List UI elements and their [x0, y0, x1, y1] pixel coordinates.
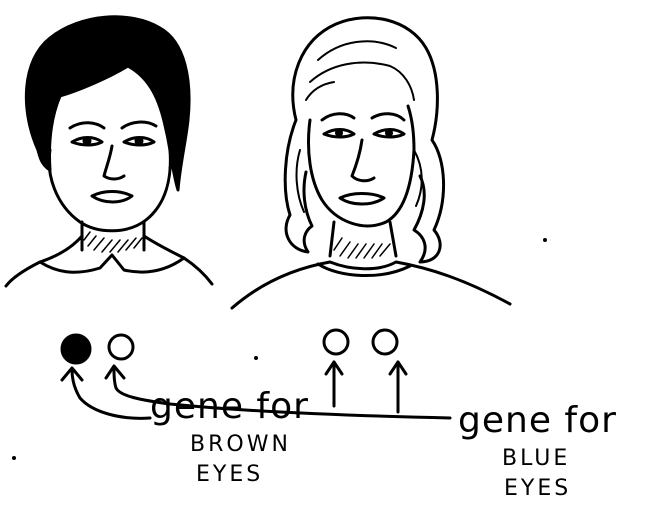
- woman-portrait: [232, 18, 510, 308]
- gene-man-open: [109, 335, 133, 359]
- man-neck-hatch: [84, 232, 142, 252]
- speck: [254, 356, 258, 360]
- man-left-pupil: [84, 138, 90, 144]
- man-nose: [104, 146, 124, 179]
- woman-shoulders: [232, 262, 510, 308]
- gene-brown-filled: [62, 335, 90, 363]
- man-collar: [40, 236, 184, 272]
- woman-left-brow: [322, 114, 354, 120]
- brown-eyes-label-line1: BROWN: [190, 432, 291, 457]
- man-shoulders: [6, 258, 212, 286]
- woman-right-pupil: [387, 131, 392, 136]
- woman-nose: [352, 140, 374, 181]
- woman-neck-hatch: [334, 238, 390, 258]
- woman-face: [309, 106, 415, 226]
- brown-gene-label: gene for: [150, 386, 309, 427]
- man-right-brow: [122, 122, 156, 128]
- woman-left-pupil: [337, 131, 342, 136]
- woman-mouth: [340, 194, 384, 205]
- man-mouth: [92, 192, 132, 203]
- speck: [543, 238, 547, 242]
- blue-eyes-label-line2: EYES: [504, 476, 571, 501]
- blue-gene-label: gene for: [458, 400, 617, 441]
- man-portrait: [6, 17, 212, 286]
- man-right-pupil: [136, 138, 142, 144]
- speck: [12, 456, 16, 460]
- man-left-brow: [70, 123, 104, 128]
- gene-woman-open-2: [373, 330, 397, 354]
- brown-eyes-label-line2: EYES: [196, 462, 263, 487]
- blue-eyes-label-line1: BLUE: [502, 446, 570, 471]
- gene-woman-open-1: [324, 330, 348, 354]
- woman-right-brow: [372, 114, 404, 120]
- arrow-to-brown-gene: [72, 370, 150, 418]
